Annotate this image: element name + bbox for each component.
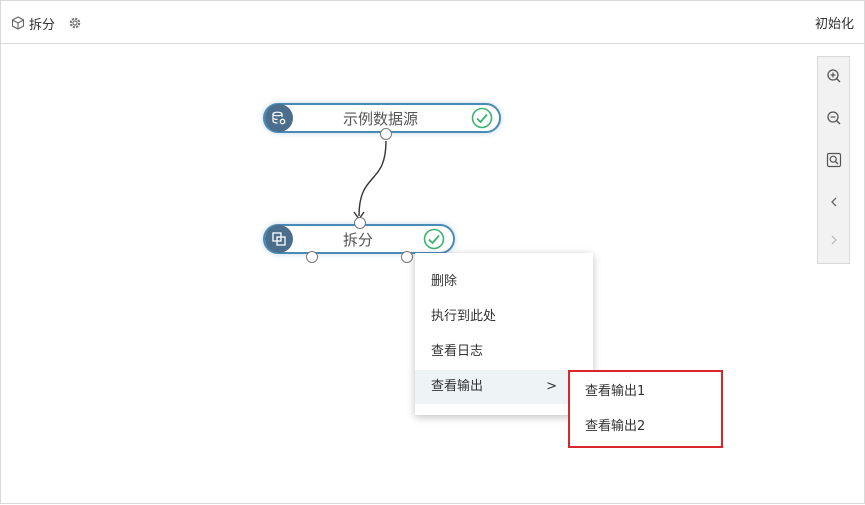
chevron-right-icon[interactable]	[818, 225, 849, 255]
node-split[interactable]: 拆分	[263, 224, 455, 254]
cube-icon	[11, 16, 25, 30]
canvas-toolbar	[817, 56, 850, 264]
submenu-item-output-2[interactable]: 查看输出2	[585, 419, 646, 434]
output-port[interactable]	[380, 128, 392, 140]
chevron-left-icon[interactable]	[818, 187, 849, 217]
header-bar: 拆分 初始化	[1, 1, 864, 44]
output-port-2[interactable]	[401, 251, 413, 263]
input-port[interactable]	[354, 217, 366, 229]
output-port-1[interactable]	[306, 251, 318, 263]
split-icon	[265, 225, 293, 253]
success-check-icon	[471, 107, 493, 129]
fit-view-icon[interactable]	[818, 145, 849, 175]
menu-item-run-to-here[interactable]: 执行到此处	[431, 309, 497, 324]
zoom-in-icon[interactable]	[818, 61, 849, 91]
page-title: 拆分	[29, 17, 56, 33]
menu-item-delete[interactable]: 删除	[431, 274, 458, 289]
submenu-item-output-1[interactable]: 查看输出1	[585, 384, 646, 399]
zoom-out-icon[interactable]	[818, 103, 849, 133]
menu-item-label: 查看输出	[431, 379, 484, 394]
gear-icon[interactable]	[67, 15, 83, 31]
menu-item-view-log[interactable]: 查看日志	[431, 344, 484, 359]
submenu-arrow: >	[546, 379, 557, 394]
success-check-icon	[423, 228, 445, 250]
output-submenu: 查看输出1 查看输出2	[568, 370, 723, 448]
menu-item-view-output[interactable]: 查看输出 >	[415, 370, 593, 404]
initialize-button[interactable]: 初始化	[814, 17, 854, 32]
database-gear-icon	[265, 104, 293, 132]
node-label: 拆分	[343, 231, 374, 249]
context-menu: 删除 执行到此处 查看日志 查看输出 >	[415, 253, 593, 415]
node-label: 示例数据源	[343, 110, 419, 128]
title-group: 拆分	[11, 13, 83, 33]
